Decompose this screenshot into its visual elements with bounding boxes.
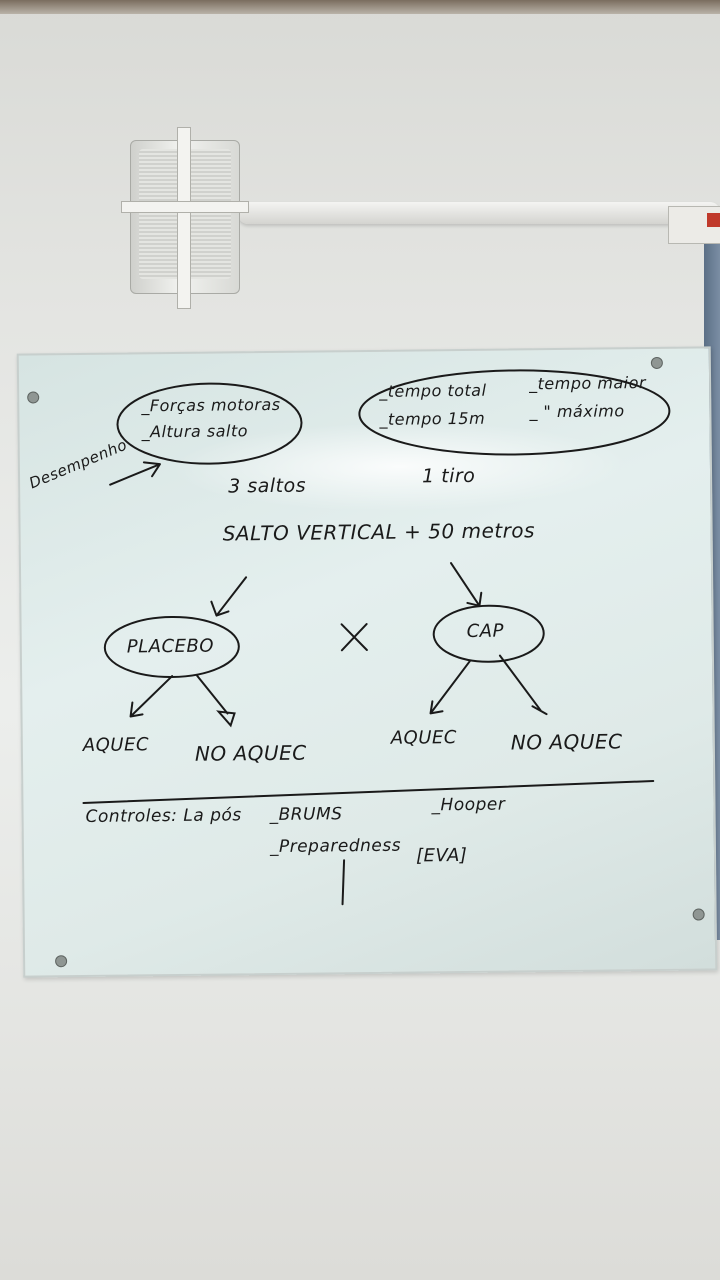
group-cap: CAP: [466, 620, 505, 642]
controls-item-brums: _BRUMS: [269, 804, 343, 826]
arrow-to-cap: [449, 562, 483, 607]
controls-item-hooper: _Hooper: [431, 794, 506, 816]
leaf-cap-no-aquec: NO AQUEC: [510, 729, 623, 755]
arrowhead-placebo-no-aquec: [216, 710, 236, 728]
versus-mark: [340, 623, 368, 652]
speaker-strap-vertical: [177, 127, 191, 309]
ceiling-edge: [0, 0, 720, 14]
whiteboard: Desempenho _Forças motoras _Altura salto…: [16, 346, 718, 978]
speaker-strap-horizontal: [121, 201, 249, 213]
right-cloud-outline: [358, 369, 671, 456]
right-cloud-left-line-1: _tempo total: [379, 380, 487, 401]
cap-ellipse: [432, 604, 545, 663]
headline: SALTO VERTICAL + 50 metros: [222, 518, 536, 546]
socket-label: [707, 213, 720, 227]
arrow-cap-aquec: [429, 659, 471, 715]
controls-bracket-eva: [EVA]: [415, 844, 468, 867]
right-cloud-left-line-2: _tempo 15m: [379, 408, 486, 429]
left-cloud-outline: [116, 382, 303, 465]
controls-item-preparedness: _Preparedness: [269, 835, 402, 858]
left-cloud-line-1: _Forças motoras: [141, 394, 281, 416]
divider-line: [82, 780, 655, 804]
leaf-placebo-no-aquec: NO AQUEC: [194, 740, 307, 766]
right-cloud-right-line-1: _tempo maior: [528, 373, 647, 394]
arrow-to-placebo: [210, 576, 248, 617]
wall-conduit: [238, 202, 720, 224]
group-placebo: PLACEBO: [126, 635, 215, 658]
left-cloud-line-2: _Altura salto: [141, 421, 249, 442]
board-drawings: [82, 369, 671, 906]
margin-stroke: [341, 859, 346, 906]
left-count: 3 saltos: [228, 474, 307, 498]
leaf-placebo-aquec: AQUEC: [82, 734, 150, 756]
arrow-cap-no-aquec: [498, 654, 548, 716]
arrow-placebo-aquec: [129, 675, 174, 718]
controls-label: Controles: La pós: [85, 805, 242, 827]
arrow-placebo-no-aquec: [196, 674, 229, 715]
desempenho-arrow: [109, 461, 161, 486]
wall-socket-box: [668, 206, 720, 244]
leaf-cap-aquec: AQUEC: [390, 727, 458, 749]
right-count: 1 tiro: [421, 464, 476, 488]
right-cloud-right-line-2: _ " máximo: [529, 401, 625, 422]
wall-speaker: [121, 127, 249, 309]
